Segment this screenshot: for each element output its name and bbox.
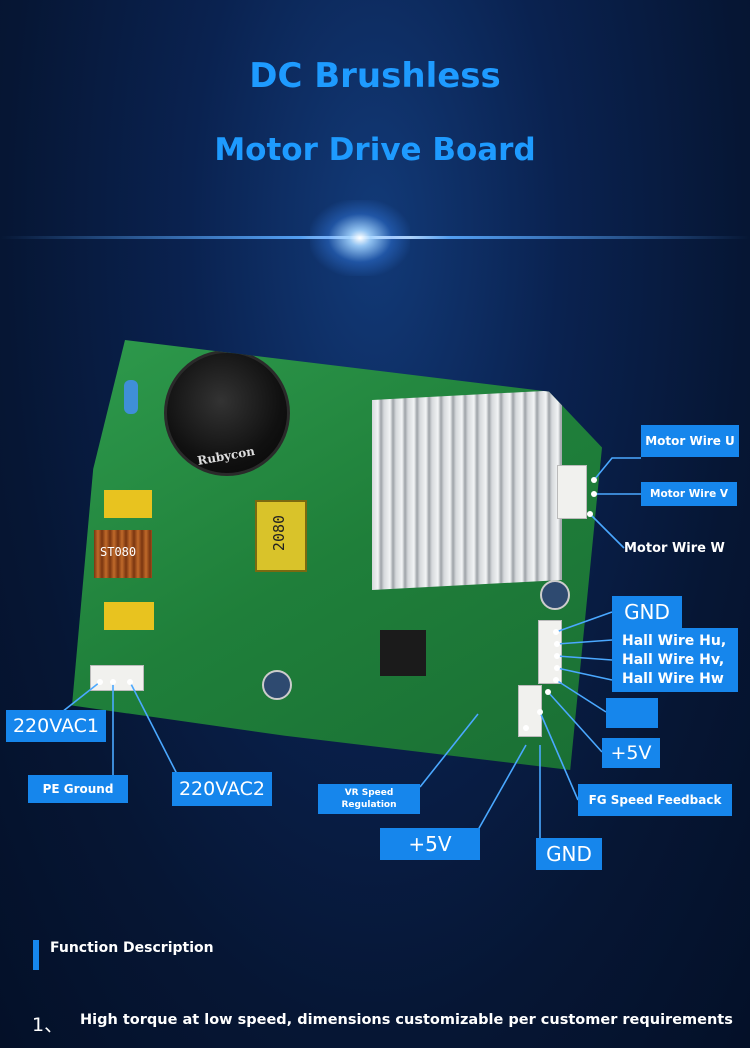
light-flare-core (310, 200, 410, 276)
label-hall-hu: Hall Wire Hu, (622, 632, 727, 649)
label-5v-bottom: +5V (380, 828, 480, 860)
pin-dot (110, 679, 116, 685)
inductor-coil: ST080 (94, 530, 152, 578)
yellow-capacitor (104, 490, 152, 518)
page-subtitle: Motor Drive Board (214, 132, 536, 168)
leader-line-motor-w (589, 513, 625, 549)
label-220vac1: 220VAC1 (6, 710, 106, 742)
function-item-number: 1、 (32, 1014, 64, 1036)
label-hall-hv: Hall Wire Hv, (622, 651, 725, 668)
pin-dot (591, 477, 597, 483)
leader-line-fg (539, 711, 579, 801)
leader-line-hall-hw (556, 667, 613, 681)
pin-dot (554, 653, 560, 659)
label-vr-speed-line1: VR Speed (344, 788, 394, 798)
pin-dot (591, 491, 597, 497)
label-motor-wire-u: Motor Wire U (641, 425, 739, 457)
leader-line-5v-right (547, 691, 603, 753)
small-capacitor (540, 580, 570, 610)
yellow-capacitor (104, 602, 154, 630)
function-description-heading: Function Description (50, 940, 214, 956)
pin-dot (97, 679, 103, 685)
pin-dot (537, 709, 543, 715)
label-motor-wire-v: Motor Wire V (641, 482, 737, 506)
label-pe-ground: PE Ground (28, 775, 128, 803)
electrolytic-capacitor: Rubycon (164, 350, 290, 476)
pin-dot (545, 689, 551, 695)
pin-dot (553, 677, 559, 683)
transformer: 2080 (255, 500, 307, 572)
label-vr-speed-regulation: VR Speed Regulation (318, 784, 420, 814)
label-220vac2: 220VAC2 (172, 772, 272, 806)
mcu-chip (380, 630, 426, 676)
leader-line-ac1 (61, 681, 101, 713)
power-connector (90, 665, 144, 691)
pin-dot (554, 665, 560, 671)
page-title: DC Brushless (249, 56, 501, 96)
motor-connector (557, 465, 587, 519)
leader-line-blank (555, 679, 607, 713)
pin-dot (553, 629, 559, 635)
label-hall-hw: Hall Wire Hw (622, 670, 724, 687)
label-5v-right: +5V (602, 738, 660, 768)
section-accent-bar (33, 940, 39, 970)
leader-line-5v-bottom (477, 744, 527, 831)
pin-dot (523, 725, 529, 731)
leader-line-gnd-top (555, 611, 613, 633)
label-gnd-bottom: GND (536, 838, 602, 870)
small-capacitor (262, 670, 292, 700)
leader-line-hall-hu (556, 639, 613, 645)
blue-capacitor (124, 380, 138, 414)
label-hall-wires: Hall Wire Hu, Hall Wire Hv, Hall Wire Hw (612, 628, 738, 692)
leader-line-motor-u (593, 457, 641, 481)
leader-line-hall-hv (556, 655, 613, 661)
pin-dot (554, 641, 560, 647)
pin-dot (127, 679, 133, 685)
pin-dot (587, 511, 593, 517)
label-gnd-top: GND (612, 596, 682, 628)
label-blank (606, 698, 658, 728)
pcb-board: Rubycon 2080 ST080 (72, 340, 602, 770)
leader-line-ac2 (129, 681, 179, 777)
coil-code-text: ST080 (100, 545, 137, 559)
label-motor-wire-w: Motor Wire W (624, 541, 725, 556)
function-item-text: High torque at low speed, dimensions cus… (80, 1012, 733, 1028)
leader-line-vr (419, 713, 479, 788)
label-fg-speed-feedback: FG Speed Feedback (578, 784, 732, 816)
label-vr-speed-line2: Regulation (341, 800, 397, 810)
